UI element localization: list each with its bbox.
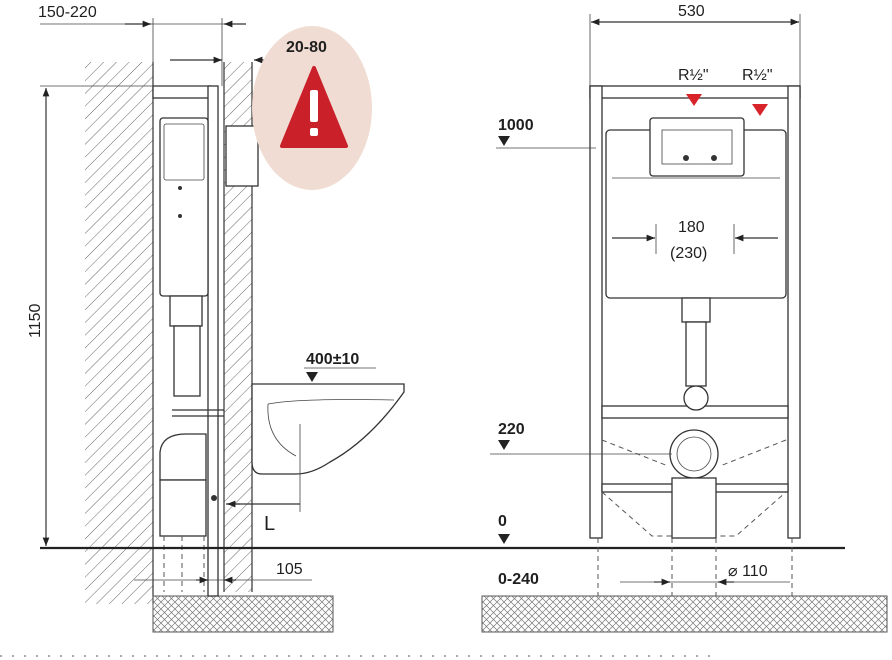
- level-outlet: 220: [498, 421, 525, 438]
- level-below: 0-240: [498, 571, 539, 588]
- dim-bottom-offset: 105: [276, 561, 303, 578]
- dim-wall-distance: 150-220: [38, 4, 97, 21]
- dim-tile-thickness: 20-80: [286, 39, 327, 56]
- inlet-marker-left: [686, 94, 702, 106]
- level-cistern: 1000: [498, 117, 534, 134]
- dim-spacing: 180: [678, 219, 705, 236]
- warning-icon: [252, 26, 372, 190]
- dim-height: 1150: [27, 303, 44, 338]
- level-floor: 0: [498, 513, 507, 530]
- dim-width: 530: [678, 3, 705, 20]
- dim-L: L: [264, 513, 275, 535]
- inlet-marker-right: [752, 104, 768, 116]
- floor-slab-front: [481, 595, 888, 633]
- connector-left-label: R½": [678, 67, 709, 84]
- dim-spacing-alt: (230): [670, 245, 707, 262]
- floor-slab-side: [152, 595, 334, 633]
- front-view: 530 R½" R½" 1000 180 (230) 220 0 0-240 ⌀…: [481, 3, 888, 633]
- dim-bowl-height: 400±10: [306, 351, 359, 368]
- back-wall: [85, 62, 153, 604]
- connector-right-label: R½": [742, 67, 773, 84]
- toilet-bowl: [251, 383, 405, 475]
- cistern-side: [159, 117, 209, 297]
- side-view: 150-220 20-80 1150 400±10 L 105: [27, 4, 845, 633]
- dim-pipe-diameter: ⌀ 110: [728, 563, 768, 580]
